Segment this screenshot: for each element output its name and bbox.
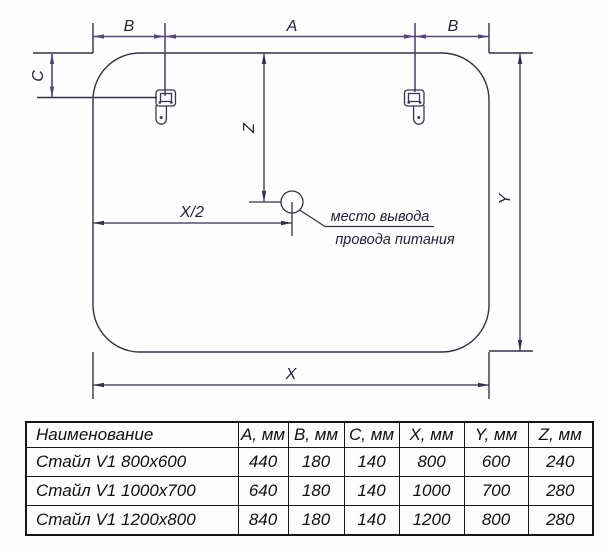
- table-row: Стайл V1 1000x700 640 180 140 1000 700 2…: [25, 476, 594, 506]
- cell-c: 140: [343, 476, 400, 506]
- dimension-top-b-a-b: B A B: [93, 18, 489, 39]
- table-header-row: Наименование A, мм B, мм C, мм X, мм Y, …: [25, 421, 594, 448]
- dimension-x-half: X/2: [93, 204, 292, 226]
- cell-a: 640: [237, 476, 289, 506]
- dimensions-table: Наименование A, мм B, мм C, мм X, мм Y, …: [25, 421, 594, 536]
- dim-label-a: A: [286, 18, 298, 35]
- dimension-y: Y: [497, 53, 523, 351]
- cell-z: 280: [527, 476, 594, 506]
- dimension-x: X: [93, 366, 489, 388]
- header-z: Z, мм: [527, 421, 594, 448]
- cell-model: Стайл V1 1200x800: [25, 505, 239, 536]
- mounting-bracket-right-icon: [403, 89, 425, 125]
- cell-b: 180: [287, 447, 345, 477]
- header-x: X, мм: [398, 421, 465, 448]
- header-c: C, мм: [343, 421, 400, 448]
- cell-c: 140: [343, 505, 400, 536]
- header-y: Y, мм: [463, 421, 529, 448]
- cell-a: 440: [237, 447, 289, 477]
- cell-model: Стайл V1 1000x700: [25, 476, 239, 506]
- dim-label-y: Y: [497, 192, 514, 204]
- dim-label-b-right: B: [448, 18, 459, 35]
- header-a: A, мм: [237, 421, 289, 448]
- dim-label-x-half: X/2: [179, 204, 204, 221]
- dim-label-c: C: [30, 70, 47, 82]
- panel-mounting-drawing: B A B C Z место вывода провода питания: [30, 18, 533, 399]
- cell-b: 180: [287, 476, 345, 506]
- cell-x: 800: [398, 447, 465, 477]
- header-b: B, мм: [287, 421, 345, 448]
- cell-c: 140: [343, 447, 400, 477]
- cell-y: 800: [463, 505, 529, 536]
- header-name: Наименование: [25, 421, 239, 448]
- cell-z: 240: [527, 447, 594, 477]
- mounting-bracket-left-icon: [155, 89, 177, 125]
- cell-x: 1000: [398, 476, 465, 506]
- dimension-c: C: [30, 53, 55, 98]
- callout-text-line2: провода питания: [335, 232, 455, 248]
- cell-a: 840: [237, 505, 289, 536]
- table-row: Стайл V1 1200x800 840 180 140 1200 800 2…: [25, 505, 594, 536]
- cell-x: 1200: [398, 505, 465, 536]
- cell-model: Стайл V1 800x600: [25, 447, 239, 477]
- panel-outline: [92, 52, 490, 353]
- extension-lines: [33, 23, 533, 399]
- cell-y: 600: [463, 447, 529, 477]
- cell-b: 180: [287, 505, 345, 536]
- dimension-z: Z: [241, 53, 282, 203]
- cell-y: 700: [463, 476, 529, 506]
- dim-label-x: X: [285, 366, 298, 383]
- dim-label-b-left: B: [124, 18, 135, 35]
- dim-label-z: Z: [241, 122, 258, 134]
- callout-text-line1: место вывода: [331, 209, 430, 225]
- table-row: Стайл V1 800x600 440 180 140 800 600 240: [25, 447, 594, 477]
- cell-z: 280: [527, 505, 594, 536]
- cable-outlet-callout: место вывода провода питания: [280, 190, 455, 248]
